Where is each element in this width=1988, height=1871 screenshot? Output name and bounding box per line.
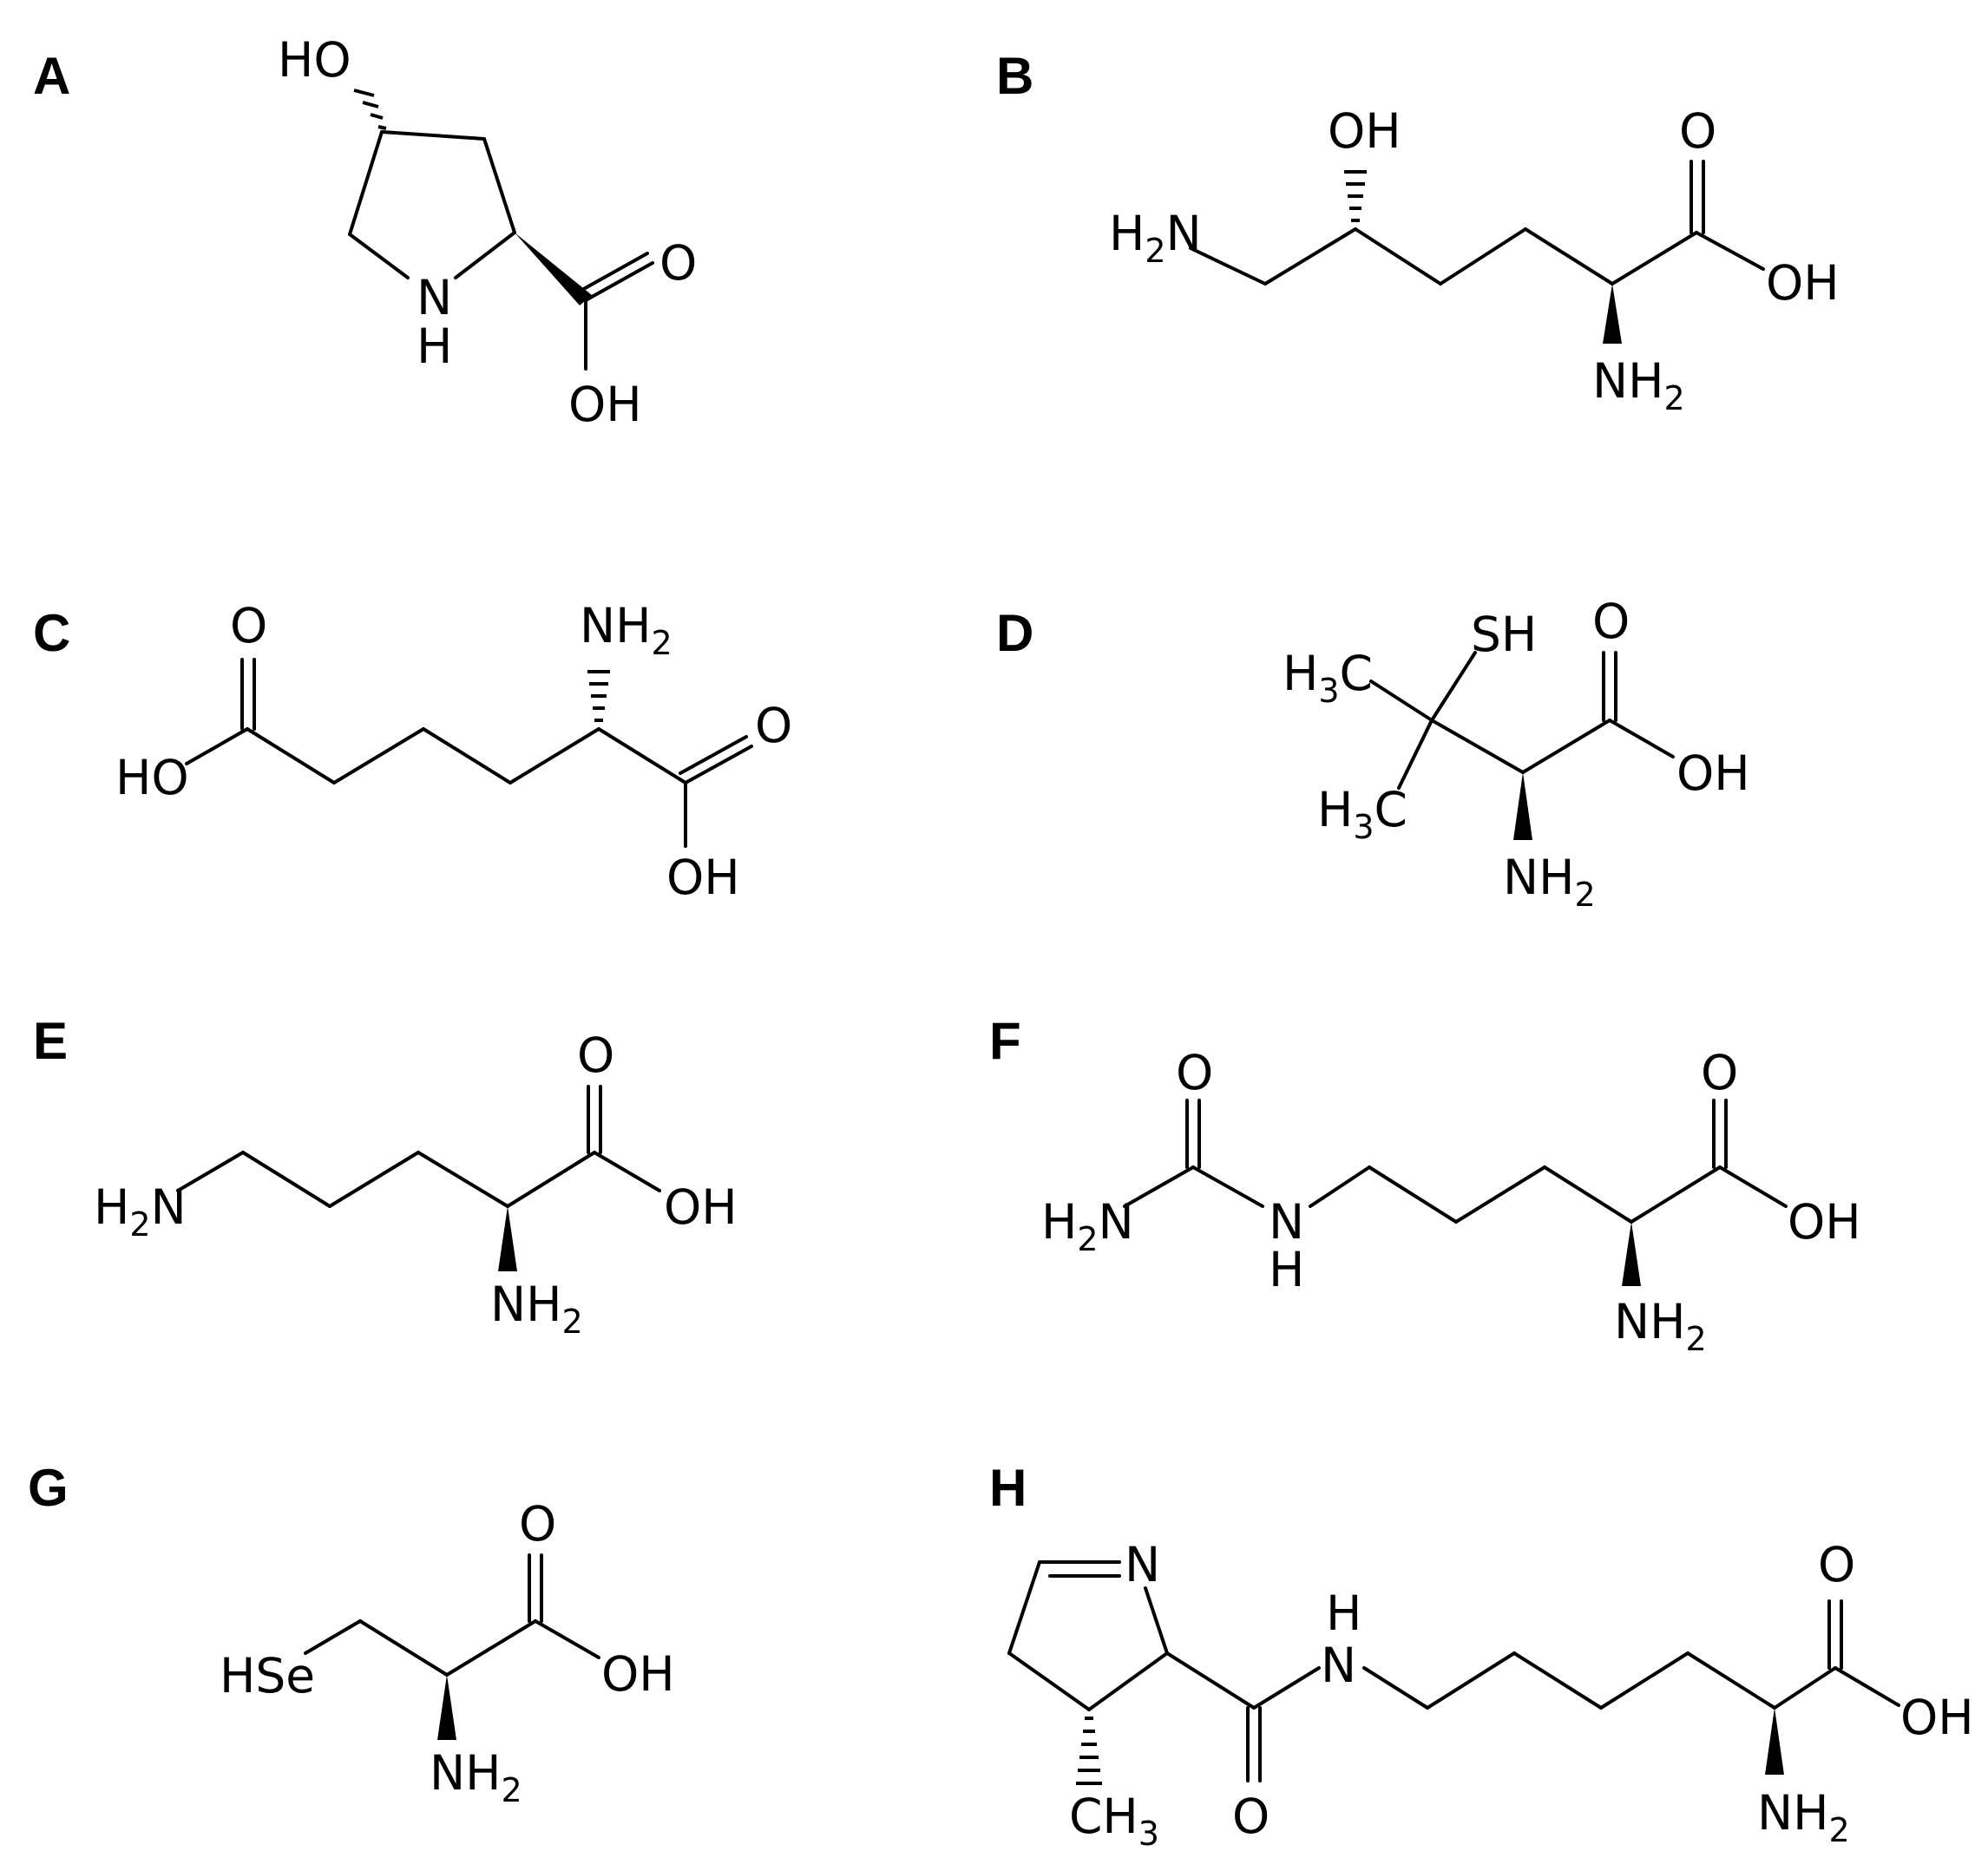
molecule-h: N H N O OH CH3 O NH2 xyxy=(1007,1537,1974,1853)
panel-label-g: G xyxy=(28,1459,69,1517)
atom-h3c-bottom: H3C xyxy=(1317,782,1407,846)
panel-label-b: B xyxy=(996,47,1033,105)
panel-h: H xyxy=(989,1459,1974,1853)
atom-o-acid: O xyxy=(1818,1537,1855,1592)
wedge-bond xyxy=(1622,1222,1641,1286)
atom-ho: HO xyxy=(115,750,189,805)
wedge-bond xyxy=(498,1206,517,1271)
atom-o: O xyxy=(577,1027,614,1083)
wedge-bond xyxy=(1513,772,1532,840)
atom-ch3: CH3 xyxy=(1069,1789,1159,1853)
panel-a: A HO O N H OH xyxy=(33,32,697,432)
atom-nh2: NH2 xyxy=(580,598,673,662)
atom-oh: OH xyxy=(1900,1690,1974,1745)
hash-bond xyxy=(1344,170,1367,222)
atom-n: N xyxy=(417,270,452,325)
wedge-bond xyxy=(1765,1708,1784,1775)
atom-o: O xyxy=(1592,594,1630,649)
atom-oh: OH xyxy=(1788,1194,1861,1250)
atom-oh: OH xyxy=(1676,745,1750,801)
panel-e: E O H2N OH NH2 xyxy=(33,1012,738,1341)
atom-o: O xyxy=(659,235,697,291)
atom-h: H xyxy=(417,318,452,374)
atom-h2n: H2N xyxy=(1109,206,1202,270)
panel-label-f: F xyxy=(989,1012,1021,1070)
atom-o-right: O xyxy=(755,698,792,753)
atom-oh: OH xyxy=(666,850,740,905)
wedge-bond xyxy=(515,233,592,305)
hash-bond xyxy=(1076,1717,1102,1785)
atom-nh2: NH2 xyxy=(1614,1294,1707,1358)
atom-h3c-top: H3C xyxy=(1283,646,1373,710)
atom-ho: HO xyxy=(278,32,351,88)
atom-nh2: NH2 xyxy=(430,1745,522,1809)
atom-oh-side: OH xyxy=(1328,103,1401,159)
atom-h: H xyxy=(1269,1242,1304,1297)
atom-o-urea: O xyxy=(1176,1045,1213,1100)
panel-label-e: E xyxy=(33,1012,68,1070)
atom-oh: OH xyxy=(664,1179,738,1235)
hash-bond xyxy=(587,670,610,722)
molecule-f: O O H2N N H OH NH2 xyxy=(1041,1045,1861,1358)
atom-o-acid: O xyxy=(1701,1045,1738,1100)
atom-oh: OH xyxy=(601,1646,675,1702)
atom-hse: HSe xyxy=(220,1648,315,1704)
molecule-a: HO O N H OH xyxy=(278,32,697,432)
panel-label-h: H xyxy=(989,1459,1027,1517)
molecule-b: OH O H2N OH NH2 xyxy=(1109,103,1840,417)
panel-label-a: A xyxy=(33,47,70,105)
atom-h-amide: H xyxy=(1326,1585,1361,1641)
panel-f: F O O H2N N H OH NH2 xyxy=(989,1012,1861,1358)
atom-nh2: NH2 xyxy=(1757,1785,1850,1849)
atom-n-amide: N xyxy=(1321,1638,1356,1693)
atom-o-amide: O xyxy=(1232,1789,1270,1844)
panel-b: B OH O H2N OH NH2 xyxy=(996,47,1840,417)
molecule-d: SH O H3C OH H3C NH2 xyxy=(1283,594,1750,914)
atom-sh: SH xyxy=(1471,607,1537,662)
atom-oh: OH xyxy=(568,377,642,432)
atom-h2n: H2N xyxy=(1041,1194,1134,1258)
atom-n-ring: N xyxy=(1125,1537,1160,1592)
atom-o: O xyxy=(1679,103,1716,159)
atom-o: O xyxy=(519,1496,556,1552)
hash-bond xyxy=(353,89,387,130)
atom-nh2: NH2 xyxy=(1592,353,1685,417)
panel-c: C O NH2 O HO OH xyxy=(33,598,792,905)
molecule-g: O HSe OH NH2 xyxy=(220,1496,675,1809)
atom-oh: OH xyxy=(1766,255,1840,311)
molecule-e: O H2N OH NH2 xyxy=(94,1027,738,1341)
atom-nh2: NH2 xyxy=(1503,850,1596,914)
molecule-c: O NH2 O HO OH xyxy=(115,598,792,905)
panel-label-c: C xyxy=(33,604,70,662)
panel-d: D SH O H3C OH H3C NH2 xyxy=(996,594,1750,914)
panel-g: G O HSe OH NH2 xyxy=(28,1459,675,1809)
atom-h2n: H2N xyxy=(94,1179,187,1244)
atom-o-left: O xyxy=(230,598,267,653)
wedge-bond xyxy=(437,1675,456,1740)
atom-nh2: NH2 xyxy=(490,1277,583,1341)
atom-n: N xyxy=(1269,1194,1304,1250)
panel-label-d: D xyxy=(996,604,1033,662)
wedge-bond xyxy=(1603,284,1622,344)
